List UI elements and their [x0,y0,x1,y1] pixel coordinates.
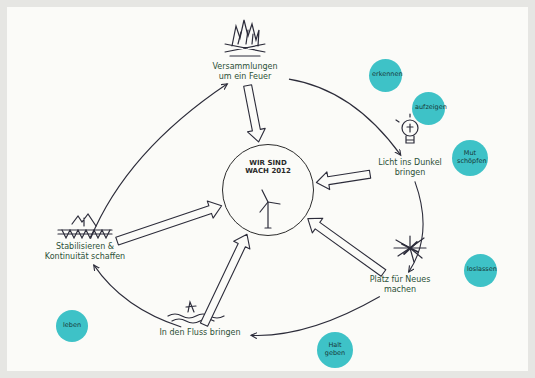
centre-circle: WIR SIND WACH 2012 [222,144,314,236]
hollow-arrow [200,234,250,326]
node-text: WIR SIND WACH 2012 [238,159,298,176]
hollow-arrow [308,218,386,276]
node-text: erkennen [372,71,398,79]
wind-turbine-icon [260,190,280,228]
cycle-arrow [409,181,423,272]
node-text: Stabilisieren & Kontinuität schaffen [36,242,134,261]
stage-label: Platz für Neues machen [368,275,432,294]
node-text: Versammlungen um ein Feuer [205,62,285,81]
stage-label: Licht ins Dunkel bringen [374,158,446,177]
node-text: Platz für Neues machen [368,275,432,294]
keyword-dot: loslassen [464,254,497,287]
keyword-dot: leben [56,310,88,342]
stage-label: In den Fluss bringen [153,328,247,338]
node-text: leben [63,322,81,330]
node-text: Halt geben [322,342,348,358]
node-text: Mut schöpfen [457,150,483,166]
stage-label: Stabilisieren & Kontinuität schaffen [36,242,134,261]
hollow-arrow [116,201,222,245]
hollow-arrow [244,85,266,142]
node-text: Licht ins Dunkel bringen [374,158,446,177]
cycle-arrow [251,297,380,336]
hollow-arrow [316,170,370,189]
node-text: In den Fluss bringen [153,328,247,338]
bridge-icon [58,214,112,238]
keyword-dot: erkennen [369,59,402,92]
node-text: aufzeigen [415,104,441,112]
cycle-arrow [94,265,182,327]
campfire-icon [225,20,265,56]
keyword-dot: Mut schöpfen [452,140,488,176]
node-text: loslassen [467,266,493,274]
stage-label: Versammlungen um ein Feuer [205,62,285,81]
keyword-dot: aufzeigen [412,92,445,125]
keyword-dot: Halt geben [317,332,353,368]
